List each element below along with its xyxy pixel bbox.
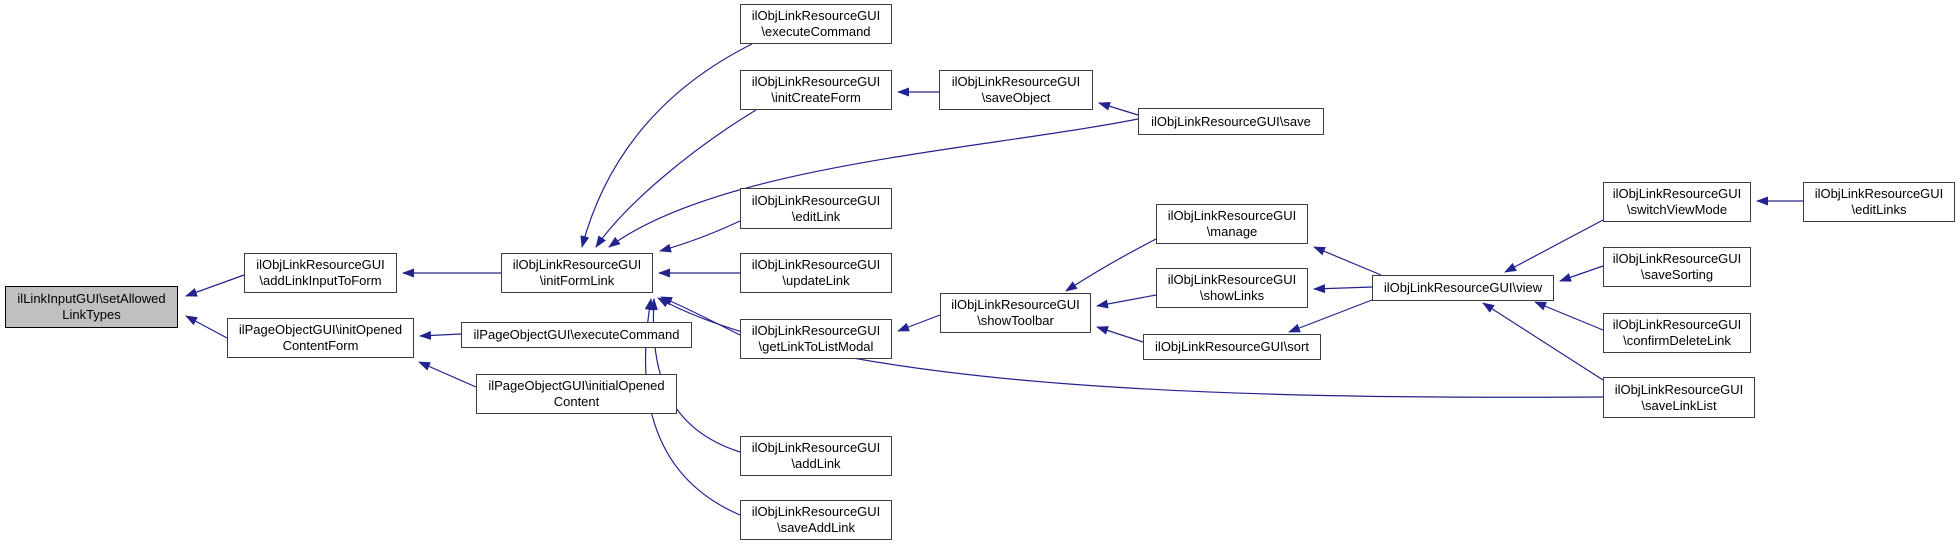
edge-save-saveObject <box>1098 101 1139 116</box>
node-saveLinkList[interactable]: ilObjLinkResourceGUI \saveLinkList <box>1603 377 1755 418</box>
node-view[interactable]: ilObjLinkResourceGUI\view <box>1372 275 1554 301</box>
edge-pageExecuteCommand-initOpenedContentForm <box>419 330 462 340</box>
node-getLinkToListModal[interactable]: ilObjLinkResourceGUI \getLinkToListModal <box>740 319 892 359</box>
edge-view-showLinks <box>1313 284 1373 294</box>
node-switchViewMode[interactable]: ilObjLinkResourceGUI \switchViewMode <box>1603 182 1751 222</box>
node-sort[interactable]: ilObjLinkResourceGUI\sort <box>1143 334 1321 360</box>
node-manage[interactable]: ilObjLinkResourceGUI \manage <box>1156 204 1308 244</box>
edge-saveLinkList-view <box>1482 302 1604 381</box>
node-saveSorting[interactable]: ilObjLinkResourceGUI \saveSorting <box>1603 247 1751 287</box>
edge-save-initFormLink <box>608 118 1139 248</box>
edge-addLinkInputToForm-setAllowedLinkTypes <box>185 274 245 297</box>
node-initFormLink[interactable]: ilObjLinkResourceGUI \initFormLink <box>501 253 653 293</box>
node-saveObject[interactable]: ilObjLinkResourceGUI \saveObject <box>939 70 1093 110</box>
edge-objExecuteCommand-initFormLink <box>580 43 753 248</box>
node-addLinkInputToForm[interactable]: ilObjLinkResourceGUI \addLinkInputToForm <box>244 253 397 293</box>
node-updateLink[interactable]: ilObjLinkResourceGUI \updateLink <box>740 253 892 293</box>
node-initOpenedContentForm[interactable]: ilPageObjectGUI\initOpened ContentForm <box>227 318 414 358</box>
edge-confirmDeleteLink-view <box>1534 301 1604 331</box>
node-addLink[interactable]: ilObjLinkResourceGUI \addLink <box>740 436 892 476</box>
node-editLink[interactable]: ilObjLinkResourceGUI \editLink <box>740 188 892 229</box>
node-saveAddLink[interactable]: ilObjLinkResourceGUI \saveAddLink <box>740 500 892 540</box>
edge-manage-showToolbar <box>1065 238 1157 292</box>
node-editLinks[interactable]: ilObjLinkResourceGUI \editLinks <box>1803 182 1955 222</box>
edge-initOpenedContentForm-setAllowedLinkTypes <box>185 315 228 339</box>
node-confirmDeleteLink[interactable]: ilObjLinkResourceGUI \confirmDeleteLink <box>1603 313 1751 353</box>
edge-sort-showToolbar <box>1096 326 1144 343</box>
edge-switchViewMode-view <box>1504 219 1604 273</box>
edge-initialOpenedContent-initOpenedContentForm <box>418 361 477 388</box>
node-initialOpenedContent[interactable]: ilPageObjectGUI\initialOpened Content <box>476 374 677 414</box>
node-showLinks[interactable]: ilObjLinkResourceGUI \showLinks <box>1156 268 1308 308</box>
edge-saveSorting-view <box>1559 265 1604 282</box>
node-setAllowedLinkTypes: ilLinkInputGUI\setAllowed LinkTypes <box>5 286 178 328</box>
edge-view-manage <box>1313 246 1382 276</box>
edge-view-sort <box>1288 299 1373 333</box>
edge-showLinks-showToolbar <box>1096 294 1157 309</box>
node-initCreateForm[interactable]: ilObjLinkResourceGUI \initCreateForm <box>740 70 892 110</box>
edge-initCreateForm-initFormLink <box>595 109 757 248</box>
node-objExecuteCommand[interactable]: ilObjLinkResourceGUI \executeCommand <box>740 4 892 44</box>
edge-editLink-initFormLink <box>659 220 741 253</box>
node-pageExecuteCommand[interactable]: ilPageObjectGUI\executeCommand <box>461 322 692 348</box>
edge-showToolbar-getLinkToListModal <box>897 314 941 332</box>
node-save[interactable]: ilObjLinkResourceGUI\save <box>1138 108 1324 135</box>
node-showToolbar[interactable]: ilObjLinkResourceGUI \showToolbar <box>940 293 1091 333</box>
